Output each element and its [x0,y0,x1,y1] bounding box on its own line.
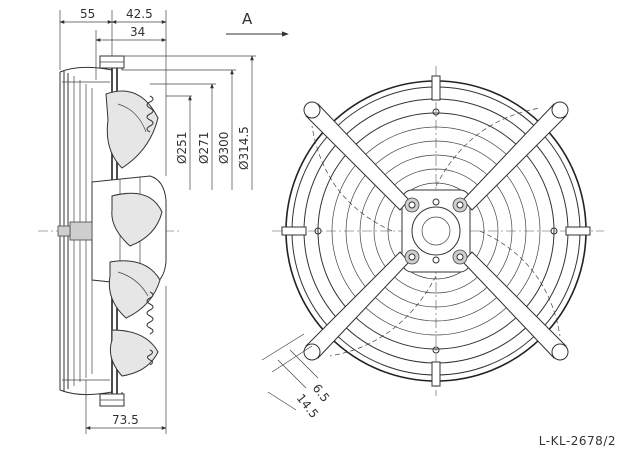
dim-42-5: 42.5 [126,7,153,21]
dim-dia-271: Ø271 [197,132,211,164]
drawing-number: L-KL-2678/2 [538,434,616,448]
front-view: 6.5 14.5 [261,66,604,421]
side-diameter-dimensions: Ø251 Ø271 Ø300 Ø314.5 [122,55,256,190]
view-a-arrow: A [226,10,289,37]
dim-dia-251: Ø251 [175,132,189,164]
side-view: 55 42.5 34 Ø251 Ø271 Ø300 Ø314.5 A [38,7,289,434]
front-hub [401,189,471,273]
side-blades [105,90,163,377]
dim-34: 34 [130,25,145,39]
front-guard-supports [281,75,591,387]
side-bottom-dimension: 73.5 [85,286,167,434]
dim-73-5: 73.5 [112,413,139,427]
dim-55: 55 [80,7,95,21]
front-mounting-struts [303,101,569,361]
dim-dia-314-5: Ø314.5 [237,126,251,170]
side-guard-grill [59,66,113,396]
front-blade-outlines [311,107,561,357]
view-a-label: A [242,10,253,28]
dim-dia-300: Ø300 [217,132,231,164]
side-top-dimensions: 55 42.5 34 [59,7,167,176]
